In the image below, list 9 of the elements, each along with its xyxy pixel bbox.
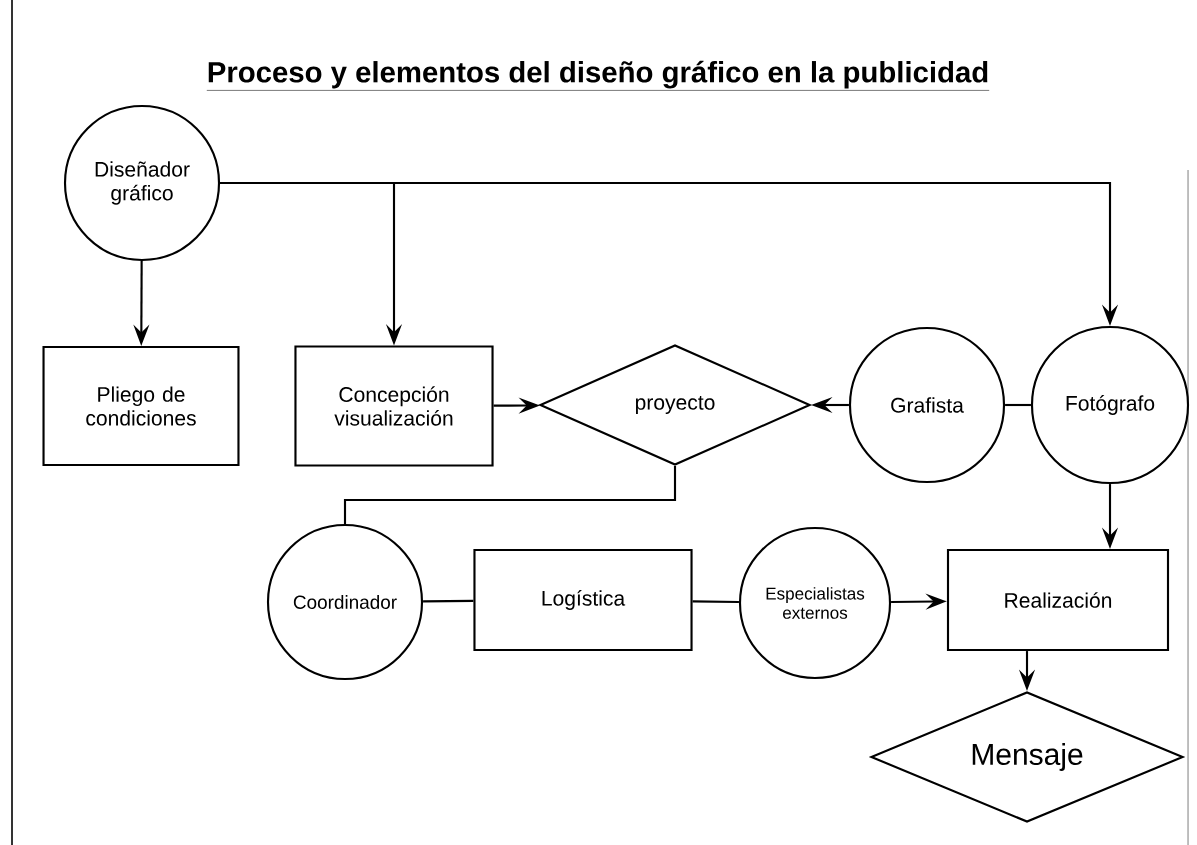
process-box: Concepción visualización <box>294 345 494 467</box>
connector-line <box>1005 403 1031 407</box>
connector-line <box>343 466 677 524</box>
title: Proceso y elementos del diseño gráfico en la publicidad <box>206 60 990 91</box>
process-box: Realización <box>946 548 1170 652</box>
connector-line <box>692 600 739 604</box>
process-box: Logística <box>473 548 693 652</box>
process-box: Pliego de condiciones <box>42 345 240 467</box>
connector-line <box>423 599 474 603</box>
